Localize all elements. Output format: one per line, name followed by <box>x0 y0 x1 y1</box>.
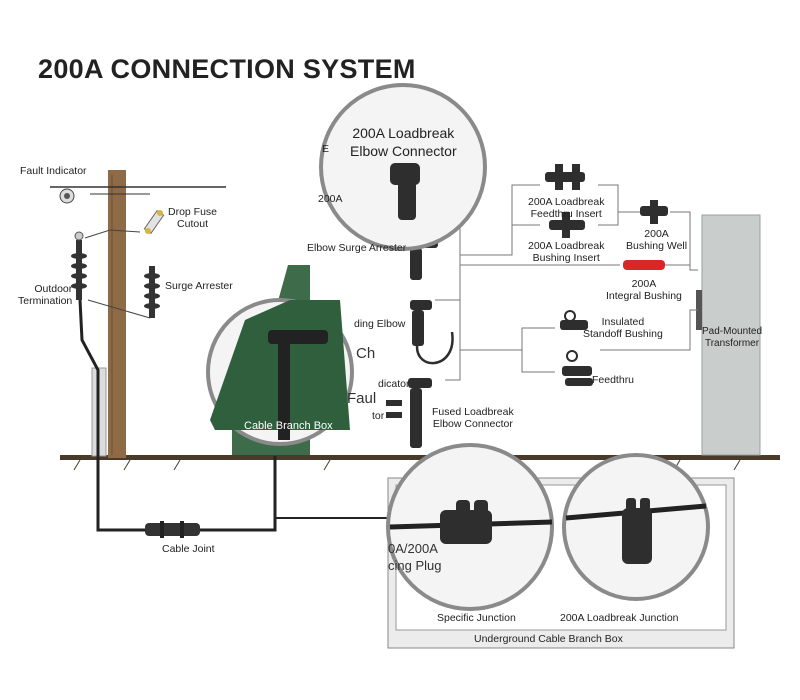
label-cable-joint: Cable Joint <box>162 543 215 555</box>
label-elbow-surge-arrester: Elbow Surge Arrester <box>307 242 407 254</box>
label-partial-e: E <box>322 143 330 155</box>
bushing-icon <box>545 164 668 386</box>
magnifier-loadbreak-junction <box>562 453 710 601</box>
label-loadbreak-feedthru-insert: 200A Loadbreak Feedthru Insert <box>528 196 605 220</box>
page-title: 200A CONNECTION SYSTEM <box>38 54 416 84</box>
label-pad-mounted-transformer: Pad-Mounted Transformer <box>702 326 763 349</box>
termination-icon <box>71 231 87 300</box>
magnifier-splicing-plug <box>386 443 554 611</box>
label-underground-cable-branch-box: Underground Cable Branch Box <box>474 633 623 645</box>
ground-hatch <box>73 459 741 471</box>
magnifier-branch-box <box>206 298 354 446</box>
label-specific-junction: Specific Junction <box>437 612 516 624</box>
label-partial-200a: 200A <box>318 193 343 205</box>
magnifier-elbow <box>319 83 487 251</box>
label-partial-faul: Faul <box>347 390 377 407</box>
label-insulated-standoff-bushing: Insulated Standoff Bushing <box>583 316 663 340</box>
pad-mounted-transformer <box>701 214 761 456</box>
label-fault-indicator: Fault Indicator <box>20 165 87 177</box>
label-cable-branch-box: Cable Branch Box <box>244 420 333 432</box>
utility-pole <box>108 170 126 458</box>
label-bushing-well: 200A Bushing Well <box>626 228 688 252</box>
label-feedthru: Feedthru <box>592 374 635 386</box>
ground-line <box>60 455 780 460</box>
cable-joint-icon <box>145 521 200 538</box>
label-splicing-plug-partial: 0A/200A cing Plug <box>388 541 442 573</box>
surge-arrester-icon <box>144 266 160 318</box>
label-loadbreak-junction: 200A Loadbreak Junction <box>560 612 679 624</box>
label-loadbreak-elbow-connector: 200A Loadbreak Elbow Connector <box>350 125 457 159</box>
drop-fuse-cutout-icon <box>143 209 165 235</box>
underground-cable <box>96 456 277 532</box>
label-outdoor-termination: Outdoor Termination <box>18 283 73 307</box>
label-grounding-elbow-partial: ding Elbow <box>354 318 406 330</box>
label-drop-fuse-cutout: Drop Fuse Cutout <box>168 206 218 230</box>
label-integral-bushing: 200A Integral Bushing <box>606 278 682 302</box>
label-loadbreak-bushing-insert: 200A Loadbreak Bushing Insert <box>528 240 605 264</box>
label-partial-ch: Ch <box>356 345 376 362</box>
riser-cable <box>78 299 100 456</box>
fault-indicator-icon <box>59 188 75 204</box>
label-partial-dicator: dicator <box>378 378 410 390</box>
label-partial-tor: tor <box>372 410 385 422</box>
label-surge-arrester: Surge Arrester <box>165 280 233 292</box>
label-fused-loadbreak-elbow: Fused Loadbreak Elbow Connector <box>432 406 514 430</box>
